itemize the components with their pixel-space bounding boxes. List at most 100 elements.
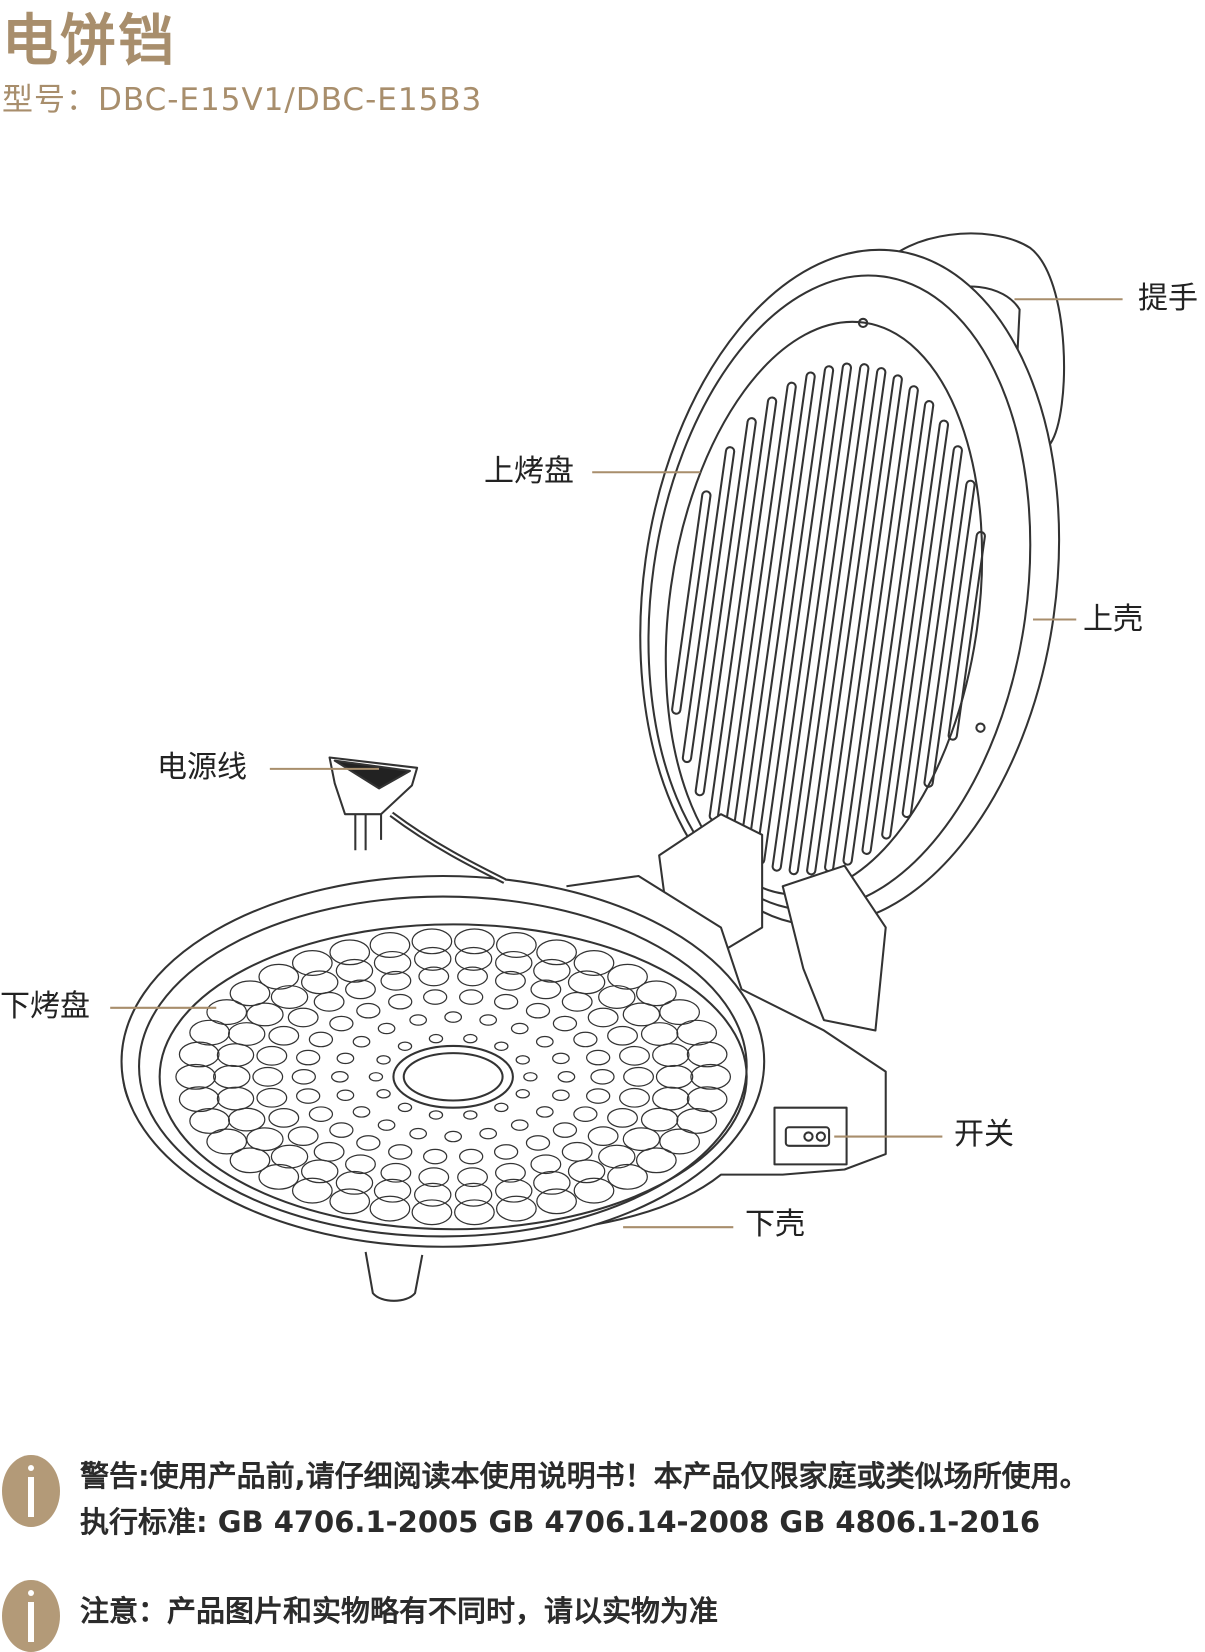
plate-pattern xyxy=(573,950,615,976)
plate-pattern xyxy=(573,1177,615,1204)
plate-pattern xyxy=(459,1148,484,1165)
plate-pattern xyxy=(356,1135,381,1151)
plate-pattern xyxy=(552,1015,578,1032)
plate-pattern xyxy=(510,1022,529,1035)
plate-pattern xyxy=(495,1162,526,1183)
grill-ridge xyxy=(947,530,986,741)
grill-ridge xyxy=(842,385,919,866)
plate-pattern xyxy=(552,1089,570,1102)
plate-pattern xyxy=(635,1147,677,1174)
plate-pattern xyxy=(533,1170,571,1195)
plate-pattern xyxy=(418,966,450,987)
plate-pattern xyxy=(335,1170,374,1195)
plate-pattern xyxy=(428,1033,444,1044)
plate-pattern xyxy=(335,958,374,983)
plate-pattern xyxy=(659,1128,701,1155)
plate-pattern xyxy=(463,1033,478,1044)
lower-plate xyxy=(158,923,748,1231)
plate-pattern xyxy=(557,1071,576,1083)
plate-pattern xyxy=(423,989,448,1005)
grill-ridge xyxy=(788,363,870,876)
plate-pattern xyxy=(411,928,453,955)
plate-pattern xyxy=(356,1002,381,1019)
plate-pattern xyxy=(373,950,412,975)
plate-pattern xyxy=(454,928,495,955)
plate-pattern xyxy=(369,932,411,958)
plate-pattern xyxy=(479,1127,498,1140)
plate-pattern xyxy=(635,980,677,1007)
plate-pattern xyxy=(607,1025,638,1046)
plate-pattern xyxy=(189,1107,231,1134)
plate-pattern xyxy=(493,1144,519,1160)
plate-pattern xyxy=(397,1102,413,1113)
plate-pattern xyxy=(454,1182,493,1207)
grill-ridge xyxy=(881,419,950,840)
label-upper-shell: 上壳 xyxy=(1083,602,1143,637)
plate-pattern xyxy=(329,1015,354,1032)
plate-pattern xyxy=(686,1041,728,1068)
plate-pattern xyxy=(413,946,452,971)
plate-pattern xyxy=(352,1106,371,1118)
plate-pattern xyxy=(536,1188,577,1215)
plate-pattern xyxy=(494,1102,509,1113)
center-ring xyxy=(392,1044,514,1109)
grill-ridge xyxy=(694,417,757,797)
plate-pattern xyxy=(270,985,309,1009)
plate-pattern xyxy=(336,1052,355,1065)
plate-pattern xyxy=(216,1086,255,1111)
plate-pattern xyxy=(368,1072,384,1082)
plate-pattern xyxy=(291,950,333,976)
plate-pattern xyxy=(598,985,636,1009)
product-diagram xyxy=(110,232,1123,1302)
plate-pattern xyxy=(206,999,248,1026)
plate-pattern xyxy=(552,1052,570,1065)
plate-pattern xyxy=(252,1066,284,1087)
plate-pattern xyxy=(428,1110,444,1120)
plate-pattern xyxy=(376,1089,391,1099)
label-lower-shell: 下壳 xyxy=(745,1207,805,1242)
standards-text: 执行标准: GB 4706.1-2005 GB 4706.14-2008 GB … xyxy=(80,1505,1041,1539)
plate-pattern xyxy=(676,1019,718,1046)
foot xyxy=(364,1251,424,1302)
label-handle: 提手 xyxy=(1138,281,1198,316)
plate-pattern xyxy=(287,1126,319,1147)
plate-pattern xyxy=(377,1022,396,1035)
label-upper-plate: 上烤盘 xyxy=(484,454,574,489)
plate-pattern xyxy=(459,989,484,1005)
product-title: 电饼铛 xyxy=(2,9,176,74)
plate-pattern xyxy=(586,1088,611,1104)
plate-pattern xyxy=(619,1087,650,1108)
plate-pattern xyxy=(493,993,519,1010)
plate-pattern xyxy=(178,1041,220,1068)
plate-pattern xyxy=(345,979,376,1000)
plate-pattern xyxy=(567,1159,606,1184)
plate-pattern xyxy=(479,1014,498,1026)
plate-pattern xyxy=(530,1154,562,1175)
grill-ridge xyxy=(806,367,887,876)
plate-pattern xyxy=(535,1106,554,1118)
plate-pattern xyxy=(308,1106,334,1122)
plate-pattern xyxy=(373,1178,412,1203)
plate-pattern xyxy=(686,1086,728,1113)
plate-pattern xyxy=(397,1041,413,1051)
plate-pattern xyxy=(212,1064,251,1089)
plate-pattern xyxy=(345,1154,376,1175)
plate-pattern xyxy=(598,1144,636,1169)
note-text: 注意：产品图片和实物略有不同时，请以实物为准 xyxy=(80,1594,719,1628)
plate-pattern xyxy=(423,1148,448,1165)
grill-ridge xyxy=(771,362,853,872)
power-cord xyxy=(389,811,507,884)
plate-pattern xyxy=(413,1182,452,1207)
plate-pattern xyxy=(409,1014,428,1026)
plate-pattern xyxy=(444,1130,463,1143)
plate-pattern xyxy=(268,1107,300,1128)
plate-pattern xyxy=(388,1144,413,1160)
label-lower-plate: 下烤盘 xyxy=(0,989,90,1024)
plate-pattern xyxy=(256,1087,288,1108)
warning-text: 警告:使用产品前,请仔细阅读本使用说明书！本产品仅限家庭或类似场所使用。 xyxy=(80,1459,1089,1493)
grill-ridge xyxy=(861,400,935,855)
plate-pattern xyxy=(291,1177,333,1204)
plate-pattern xyxy=(369,1195,411,1222)
plate-pattern xyxy=(189,1019,231,1046)
plate-pattern xyxy=(536,939,577,966)
